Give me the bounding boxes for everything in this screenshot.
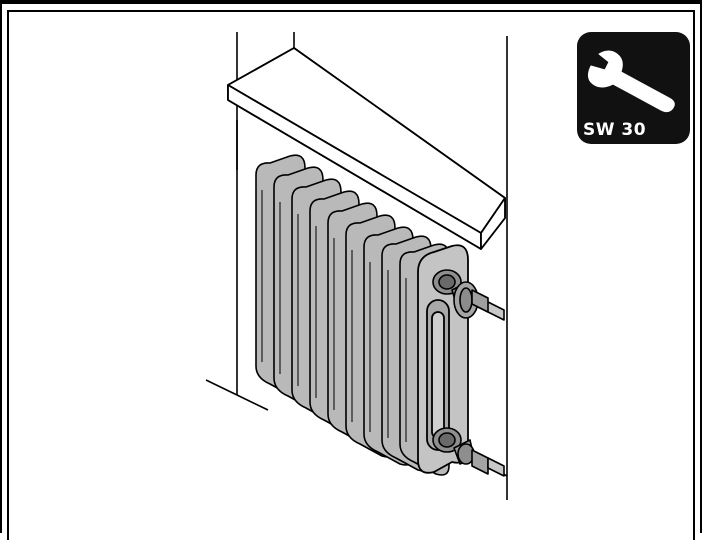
section-grooves xyxy=(261,190,407,442)
bottom-valve xyxy=(432,427,505,477)
wrench-icon xyxy=(587,50,675,113)
shelf xyxy=(227,47,506,250)
top-valve xyxy=(432,269,505,321)
inner-frame xyxy=(7,10,695,540)
wrench-size-label: SW 30 xyxy=(583,120,647,140)
tool-size-badge: SW 30 xyxy=(577,32,690,144)
